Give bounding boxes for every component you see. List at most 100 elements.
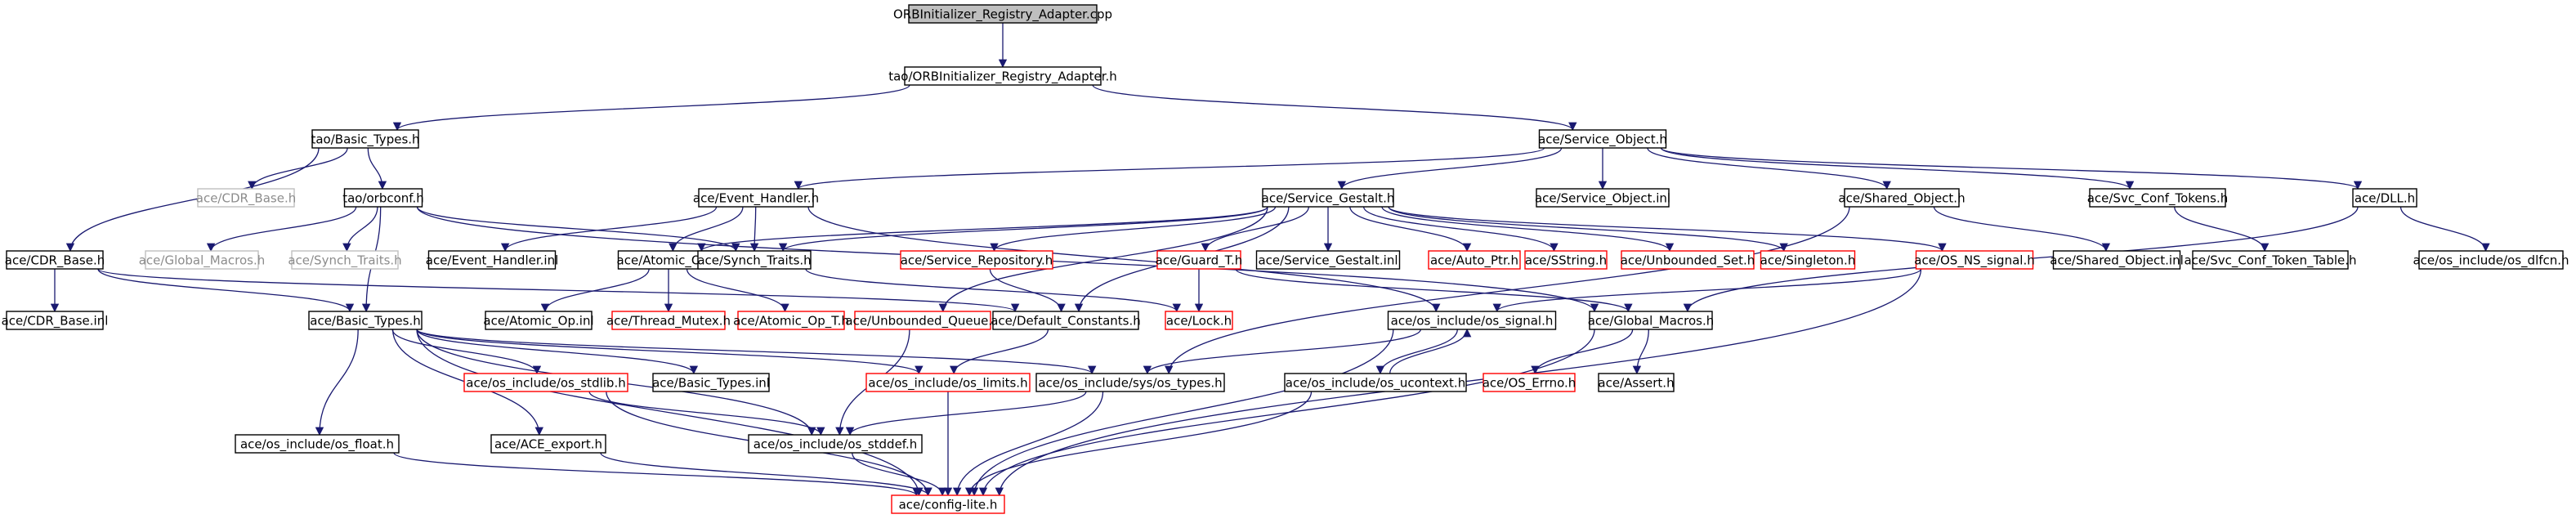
node-event_handler[interactable]: ace/Event_Handler.h (693, 188, 819, 208)
node-box (463, 373, 628, 392)
node-label: ace/Singleton.h (1760, 253, 1856, 268)
node-box (311, 129, 419, 149)
node-box (748, 434, 923, 454)
node-basic_types[interactable]: ace/Basic_Types.h (308, 311, 423, 330)
edge-service_gestalt-to-synch_traits (779, 206, 1268, 253)
node-label: ace/CDR_Base.h (5, 253, 105, 269)
node-box (1255, 250, 1401, 270)
node-dll[interactable]: ace/DLL.h (2352, 188, 2417, 208)
node-box (865, 373, 1031, 392)
node-singleton[interactable]: ace/Singleton.h (1760, 250, 1856, 270)
node-os_stdlib[interactable]: ace/os_include/os_stdlib.h (463, 373, 628, 392)
node-box (1284, 373, 1467, 392)
node-sstring[interactable]: ace/SString.h (1524, 250, 1608, 270)
node-unbounded_queue[interactable]: ace/Unbounded_Queue.h (845, 311, 1000, 330)
node-label: ace/ACE_export.h (494, 437, 602, 453)
edge-orbconf-to-synch_traits (416, 206, 740, 253)
node-os_stddef[interactable]: ace/os_include/os_stddef.h (748, 434, 923, 454)
node-cdr_base[interactable]: ace/CDR_Base.h (5, 250, 105, 270)
node-os_float[interactable]: ace/os_include/os_float.h (235, 434, 400, 454)
edge-global_macros-to-assert (1632, 329, 1649, 375)
node-atomic_op[interactable]: ace/Atomic_Op.h (617, 250, 721, 270)
node-box (2352, 188, 2417, 208)
nodes-layer: ORBInitializer_Registry_Adapter.cpptao/O… (2, 4, 2569, 514)
node-label: ace/Unbounded_Set.h (1621, 253, 1755, 269)
node-label: ace/os_include/os_stdlib.h (466, 376, 625, 391)
node-service_object_inl[interactable]: ace/Service_Object.inl (1535, 188, 1670, 208)
node-service_gestalt_inl[interactable]: ace/Service_Gestalt.inl (1255, 250, 1401, 270)
node-os_limits[interactable]: ace/os_include/os_limits.h (865, 373, 1031, 392)
node-global_macros[interactable]: ace/Global_Macros.h (1588, 311, 1715, 330)
node-os_types[interactable]: ace/os_include/sys/os_types.h (1035, 373, 1225, 392)
node-label: ace/os_include/os_ucontext.h (1286, 376, 1465, 391)
node-os_ucontext[interactable]: ace/os_include/os_ucontext.h (1284, 373, 1467, 392)
edge-ace_export-to-config_lite (600, 452, 932, 497)
node-service_object[interactable]: ace/Service_Object.h (1538, 129, 1667, 149)
node-synch_traits[interactable]: ace/Synch_Traits.h (697, 250, 812, 270)
edge-basic_types_tao-to-cdr_base_tao (248, 147, 348, 190)
node-lock[interactable]: ace/Lock.h (1165, 311, 1233, 330)
node-shared_object_inl[interactable]: ace/Shared_Object.inl (2050, 250, 2184, 270)
node-svc_conf_tokens[interactable]: ace/Svc_Conf_Tokens.h (2087, 188, 2229, 208)
node-event_handler_inl[interactable]: ace/Event_Handler.inl (426, 250, 559, 270)
edge-svc_conf_tokens-to-svc_conf_token_table (2174, 206, 2270, 253)
edge-basic_types-to-basic_types_inl (416, 329, 698, 375)
node-box (904, 66, 1102, 86)
node-os_errno[interactable]: ace/OS_Errno.h (1483, 373, 1576, 392)
node-guard_t[interactable]: ace/Guard_T.h (1156, 250, 1243, 270)
edge-event_handler-to-atomic_op (669, 206, 744, 253)
node-config_lite[interactable]: ace/config-lite.h (891, 494, 1005, 514)
node-basic_types_tao[interactable]: tao/Basic_Types.h (311, 129, 420, 149)
node-label: ace/OS_NS_signal.h (1914, 253, 2034, 269)
node-ace_export[interactable]: ace/ACE_export.h (490, 434, 606, 454)
node-box (1156, 250, 1241, 270)
node-box (1621, 250, 1755, 270)
node-box (291, 250, 399, 270)
node-label: ace/Shared_Object.h (1838, 191, 1965, 207)
edge-event_handler-to-os_signal (807, 206, 1441, 313)
node-atomic_op_t[interactable]: ace/Atomic_Op_T.h (733, 311, 849, 330)
node-service_gestalt[interactable]: ace/Service_Gestalt.h (1262, 188, 1395, 208)
node-label: ace/Service_Object.h (1538, 132, 1667, 148)
edge-service_gestalt-to-os_ns_signal (1388, 206, 1947, 253)
node-assert[interactable]: ace/Assert.h (1598, 373, 1675, 392)
node-label: ace/Global_Macros.h (1588, 314, 1715, 329)
node-box (490, 434, 606, 454)
edge-service_object-to-shared_object (1647, 147, 1891, 190)
node-default_constants[interactable]: ace/Default_Constants.h (991, 311, 1141, 330)
node-svc_conf_token_table[interactable]: ace/Svc_Conf_Token_Table.h (2184, 250, 2357, 270)
node-box (1760, 250, 1856, 270)
node-os_signal[interactable]: ace/os_include/os_signal.h (1387, 311, 1557, 330)
node-atomic_op_inl[interactable]: ace/Atomic_Op.inl (483, 311, 594, 330)
node-label: ace/Synch_Traits.h (288, 253, 401, 269)
node-label: ace/os_include/os_stddef.h (754, 437, 918, 453)
edge-os_ucontext-to-os_signal (1389, 328, 1472, 374)
node-shared_object[interactable]: ace/Shared_Object.h (1838, 188, 1966, 208)
node-box (308, 311, 423, 330)
node-label: ace/Atomic_Op_T.h (733, 314, 849, 329)
node-box (1915, 250, 2034, 270)
node-orbconf[interactable]: tao/orbconf.h (342, 188, 424, 208)
node-os_dlfcn[interactable]: ace/os_include/os_dlfcn.h (2413, 250, 2569, 270)
edge-service_object-to-event_handler (794, 147, 1545, 190)
node-box (145, 250, 259, 270)
node-label: ace/Atomic_Op.h (617, 253, 721, 269)
node-service_repository[interactable]: ace/Service_Repository.h (900, 250, 1053, 270)
node-label: tao/orbconf.h (342, 191, 424, 206)
node-adapter_h[interactable]: tao/ORBInitializer_Registry_Adapter.h (888, 66, 1117, 86)
node-unbounded_set[interactable]: ace/Unbounded_Set.h (1621, 250, 1755, 270)
node-label: ace/config-lite.h (899, 498, 998, 512)
edge-os_stdlib-to-os_stddef (588, 391, 825, 436)
node-label: ace/os_include/sys/os_types.h (1038, 376, 1222, 391)
node-box (2418, 250, 2564, 270)
node-box (1165, 311, 1233, 330)
node-global_macros_ext: ace/Global_Macros.h (139, 250, 265, 270)
node-synch_traits_ext: ace/Synch_Traits.h (288, 250, 402, 270)
node-cdr_base_inl[interactable]: ace/CDR_Base.inl (2, 311, 109, 330)
node-label: ace/Guard_T.h (1156, 253, 1243, 269)
node-os_ns_signal[interactable]: ace/OS_NS_signal.h (1914, 250, 2035, 270)
node-label: ace/Lock.h (1166, 314, 1232, 329)
node-basic_types_inl[interactable]: ace/Basic_Types.inl (652, 373, 770, 392)
node-thread_mutex[interactable]: ace/Thread_Mutex.h (606, 311, 731, 330)
node-auto_ptr[interactable]: ace/Auto_Ptr.h (1428, 250, 1521, 270)
